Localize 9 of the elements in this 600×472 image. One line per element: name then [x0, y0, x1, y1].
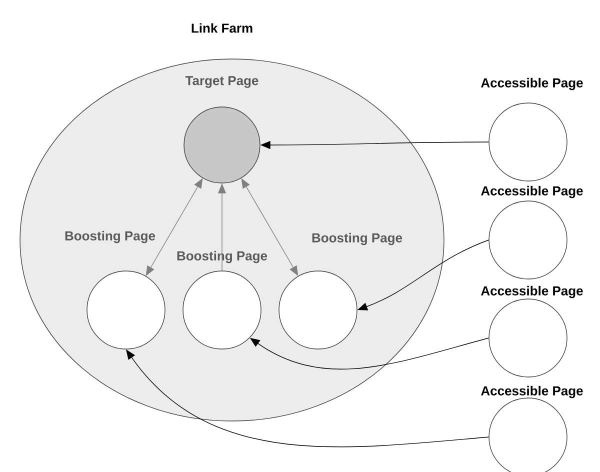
- node-label: Link Farm: [192, 23, 252, 33]
- node-label: Boosting Page: [177, 250, 268, 264]
- node-label: Accessible Page: [481, 286, 583, 298]
- node-label: Target Page: [185, 76, 258, 88]
- node-label: Accessible Page: [481, 78, 583, 90]
- node-label: Boosting Page: [65, 230, 156, 244]
- node-label: Accessible Page: [481, 386, 583, 398]
- node-label: Boosting Page: [312, 232, 402, 246]
- node-label: Accessible Page: [481, 186, 583, 198]
